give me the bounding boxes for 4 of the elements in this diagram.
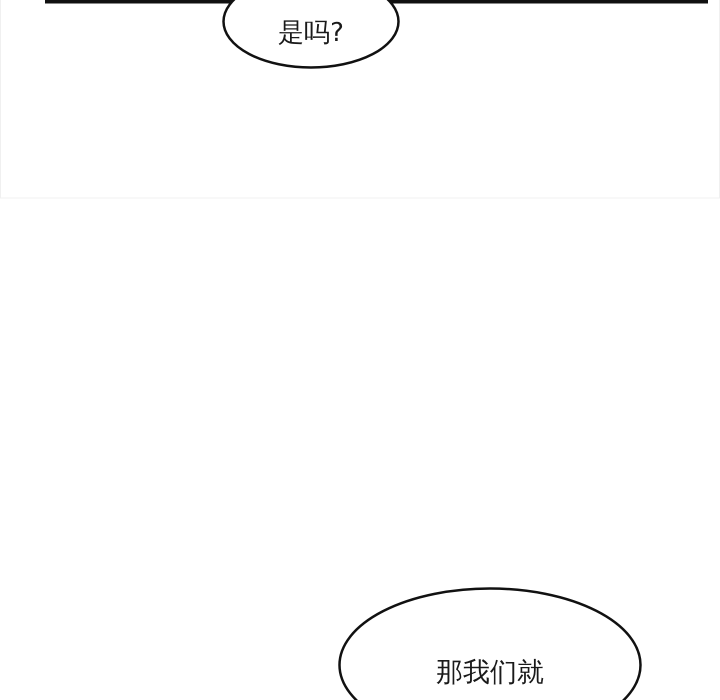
speech-bubble — [222, 0, 400, 69]
speech-text: 那我们就 — [435, 656, 545, 690]
speech-text: 是吗? — [277, 17, 345, 50]
speech-bubble — [338, 587, 642, 700]
